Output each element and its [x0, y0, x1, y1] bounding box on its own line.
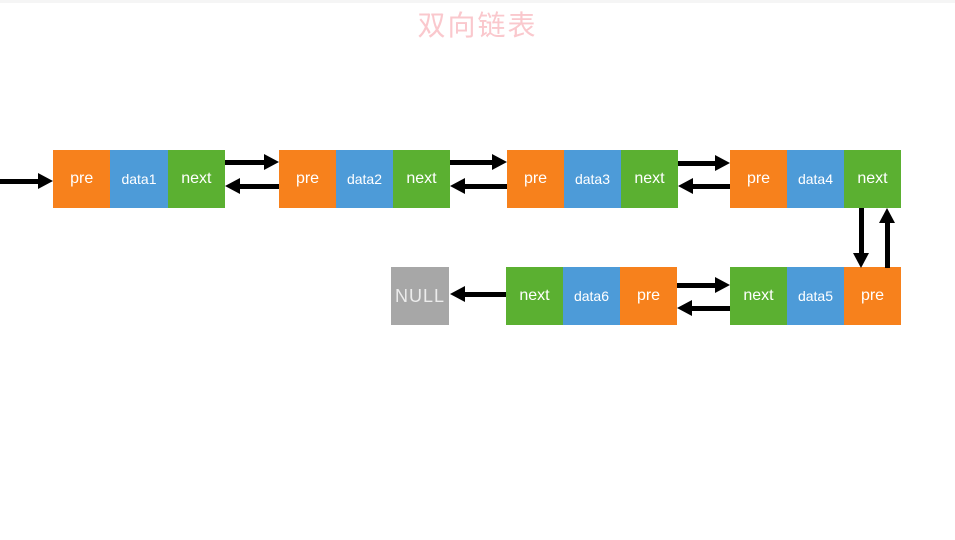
arrow-head-right-icon	[264, 154, 279, 170]
data-cell: data5	[787, 267, 844, 325]
arrow-data4-next-to-data5	[853, 208, 869, 268]
next-cell: next	[506, 267, 563, 325]
arrow-head-left-icon	[450, 178, 465, 194]
pre-cell: pre	[507, 150, 564, 208]
arrow-data6-next-to-null	[450, 286, 506, 302]
next-cell: next	[621, 150, 678, 208]
arrow-head-left-icon	[677, 300, 692, 316]
arrow-data1-next-to-data2	[225, 154, 279, 170]
arrow-data2-pre-to-data1	[225, 178, 279, 194]
arrow-head-right-icon	[38, 173, 53, 189]
arrow-head-up-icon	[879, 208, 895, 223]
pre-cell: pre	[279, 150, 336, 208]
window-top-edge	[0, 0, 955, 3]
arrow-data3-next-to-data4	[678, 155, 730, 171]
pre-cell: pre	[730, 150, 787, 208]
list-node-data5: next data5 pre	[730, 267, 901, 325]
arrow-head-right-icon	[715, 155, 730, 171]
list-node-data2: pre data2 next	[279, 150, 450, 208]
data-cell: data4	[787, 150, 844, 208]
arrow-head-right-icon	[492, 154, 507, 170]
pre-cell: pre	[844, 267, 901, 325]
arrow-head-right-icon	[715, 277, 730, 293]
arrow-data2-next-to-data3	[450, 154, 507, 170]
data-cell: data1	[110, 150, 168, 208]
data-cell: data6	[563, 267, 620, 325]
data-cell: data3	[564, 150, 621, 208]
next-cell: next	[393, 150, 450, 208]
arrow-data5-pre-to-data4	[879, 208, 895, 268]
pre-cell: pre	[53, 150, 111, 208]
null-terminator-box: NULL	[391, 267, 449, 325]
arrow-head-to-data1-pre	[0, 173, 53, 189]
list-node-data3: pre data3 next	[507, 150, 678, 208]
arrow-data3-pre-to-data2	[450, 178, 507, 194]
diagram-title: 双向链表	[417, 10, 538, 41]
arrow-head-left-icon	[225, 178, 240, 194]
arrow-head-left-icon	[450, 286, 465, 302]
arrow-data5-next-to-data6	[677, 300, 730, 316]
next-cell: next	[730, 267, 787, 325]
arrow-head-down-icon	[853, 253, 869, 268]
list-node-data6: next data6 pre	[506, 267, 677, 325]
arrow-data4-pre-to-data3	[678, 178, 730, 194]
next-cell: next	[167, 150, 225, 208]
data-cell: data2	[336, 150, 393, 208]
list-node-data1: pre data1 next	[53, 150, 225, 208]
pre-cell: pre	[620, 267, 677, 325]
next-cell: next	[844, 150, 901, 208]
arrow-head-left-icon	[678, 178, 693, 194]
list-node-data4: pre data4 next	[730, 150, 901, 208]
arrow-data6-pre-to-data5	[677, 277, 730, 293]
